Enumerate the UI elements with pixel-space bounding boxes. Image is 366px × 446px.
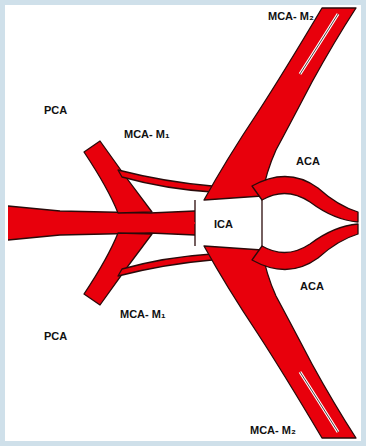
- upper-vessels: [8, 8, 358, 223]
- vessel-label: PCA: [44, 104, 67, 116]
- vessel-label: MCA- M₁: [120, 308, 165, 320]
- vessel-label: MCA- M₁: [124, 128, 169, 140]
- vessel-label: ICA: [214, 218, 233, 230]
- panel: [5, 5, 361, 441]
- vessel-label: PCA: [44, 330, 67, 342]
- vessel-label: MCA- M₂: [250, 424, 296, 436]
- vessel-label: ACA: [300, 280, 324, 292]
- vessel-label: MCA- M₂: [268, 10, 314, 22]
- vessel-label: ACA: [296, 155, 320, 167]
